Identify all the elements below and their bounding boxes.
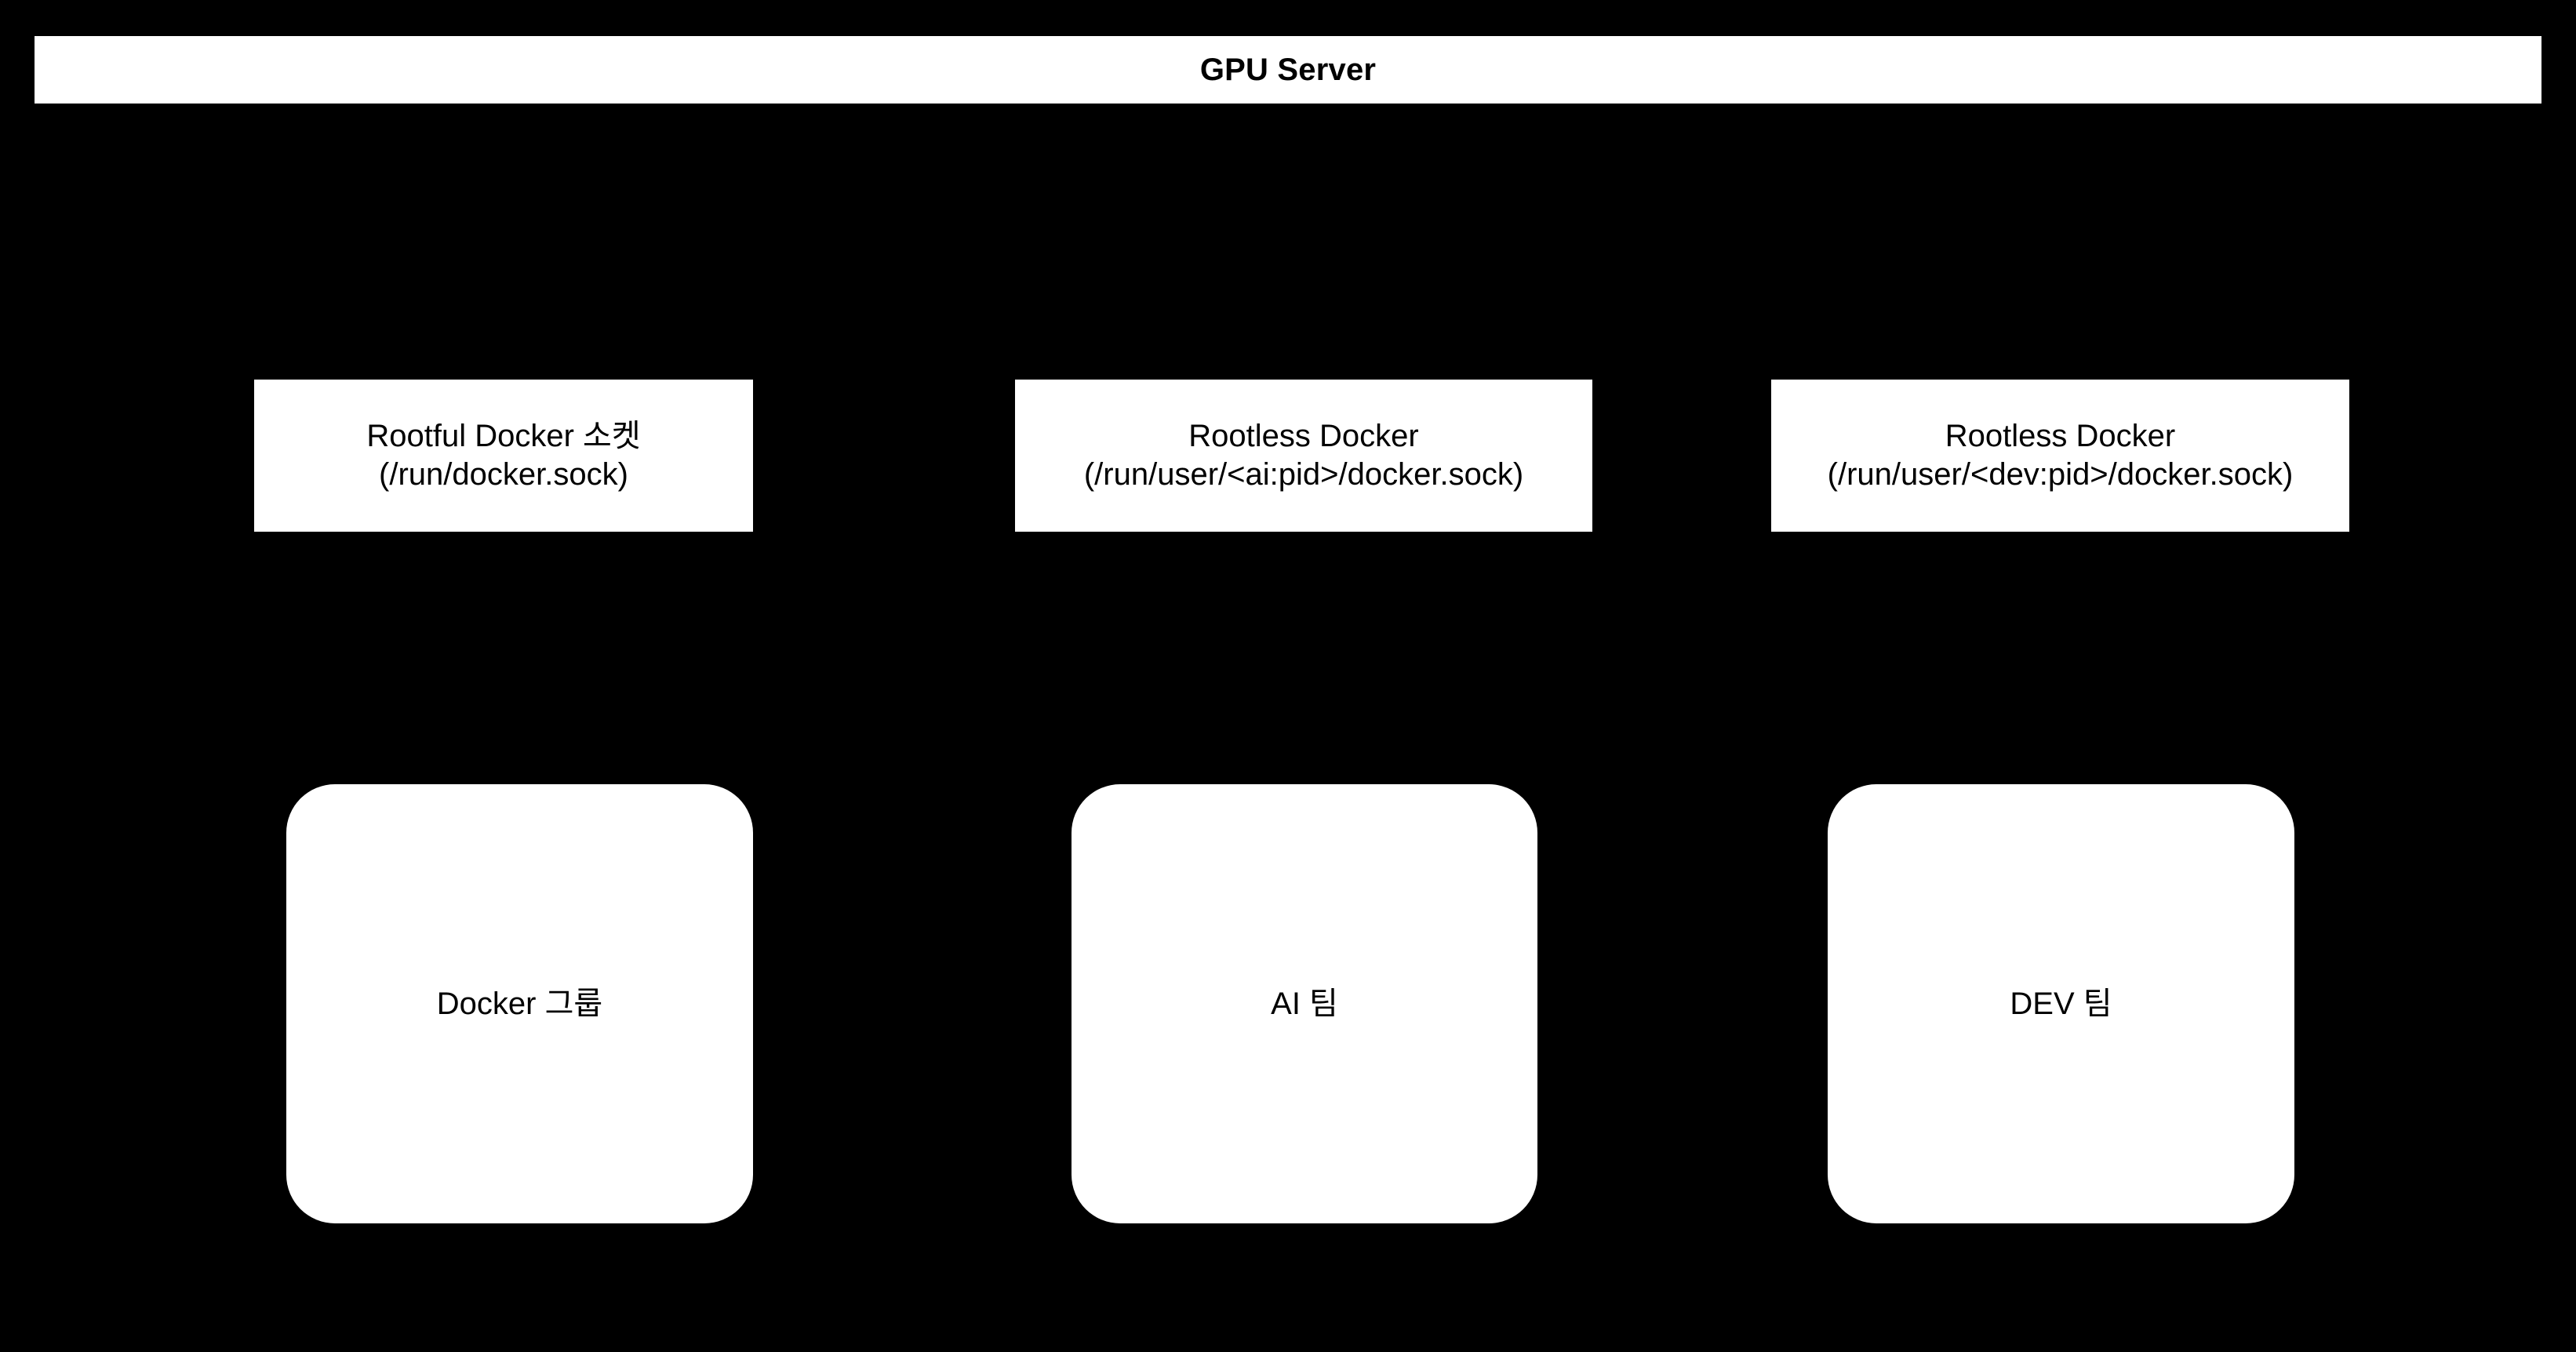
team-box-ai-team: AI 팀	[1072, 784, 1537, 1223]
team-box-docker-group: Docker 그룹	[286, 784, 753, 1223]
socket-box-rootless-docker-dev-line1: Rootless Docker	[1945, 419, 2176, 454]
gpu-server-header-bar: GPU Server	[35, 36, 2541, 104]
team-box-dev-team-label: DEV 팀	[2010, 987, 2112, 1021]
team-box-docker-group-label: Docker 그룹	[436, 987, 603, 1021]
socket-box-rootful-docker: Rootful Docker 소켓 (/run/docker.sock)	[254, 380, 753, 532]
socket-box-rootless-docker-dev: Rootless Docker (/run/user/<dev:pid>/doc…	[1771, 380, 2349, 532]
socket-box-rootless-docker-ai: Rootless Docker (/run/user/<ai:pid>/dock…	[1015, 380, 1592, 532]
socket-box-rootful-docker-line1: Rootful Docker 소켓	[366, 419, 641, 454]
socket-box-rootless-docker-ai-line1: Rootless Docker	[1188, 419, 1419, 454]
socket-box-rootless-docker-dev-line2: (/run/user/<dev:pid>/docker.sock)	[1827, 457, 2294, 492]
page-title: GPU Server	[1199, 53, 1377, 87]
socket-box-rootful-docker-line2: (/run/docker.sock)	[379, 457, 628, 492]
team-box-ai-team-label: AI 팀	[1271, 987, 1338, 1021]
socket-box-rootless-docker-ai-line2: (/run/user/<ai:pid>/docker.sock)	[1083, 457, 1524, 492]
team-box-dev-team: DEV 팀	[1828, 784, 2294, 1223]
